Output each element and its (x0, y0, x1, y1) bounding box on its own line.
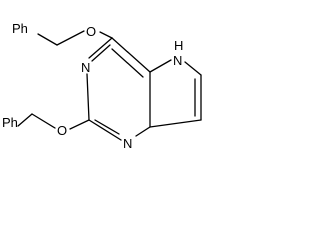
bonds (17, 30, 202, 141)
o-bottom-label: O (57, 123, 67, 138)
bond-c4a-c4 (111, 37, 151, 73)
bond-c4a-c4-inner (111, 48, 144, 78)
bond-ph-top-ch2 (37, 33, 58, 46)
bond-c2-n1 (88, 119, 122, 141)
bond-o-bottom-ch2 (31, 113, 56, 129)
bond-c2-n1-inner (94, 119, 120, 135)
bond-n1-c7a (135, 126, 151, 137)
ph-bottom-label: Ph (2, 115, 18, 130)
nh-n-label: N (173, 53, 182, 68)
bond-c4-n3 (88, 37, 113, 59)
ph-top-label: Ph (12, 21, 28, 36)
n3-label: N (81, 60, 90, 75)
bond-o-top-c4 (99, 31, 113, 39)
bond-c2-o-bottom (69, 119, 90, 130)
structure-diagram: Ph O N H N N O Ph (2, 21, 202, 151)
bond-c4-n3-inner (91, 44, 111, 62)
bond-ch2-ph-bottom (17, 113, 33, 127)
nh-h-label: H (174, 38, 183, 53)
bond-n3-c2 (86, 73, 90, 121)
n1-label: N (123, 136, 132, 151)
bond-c4a-n5 (149, 59, 172, 73)
atom-labels: Ph O N H N N O Ph (2, 21, 183, 151)
bond-n5-c6 (184, 61, 202, 76)
o-top-label: O (86, 24, 96, 39)
bond-c7-c7a (149, 119, 202, 128)
bond-ch2-o-top (56, 30, 85, 46)
